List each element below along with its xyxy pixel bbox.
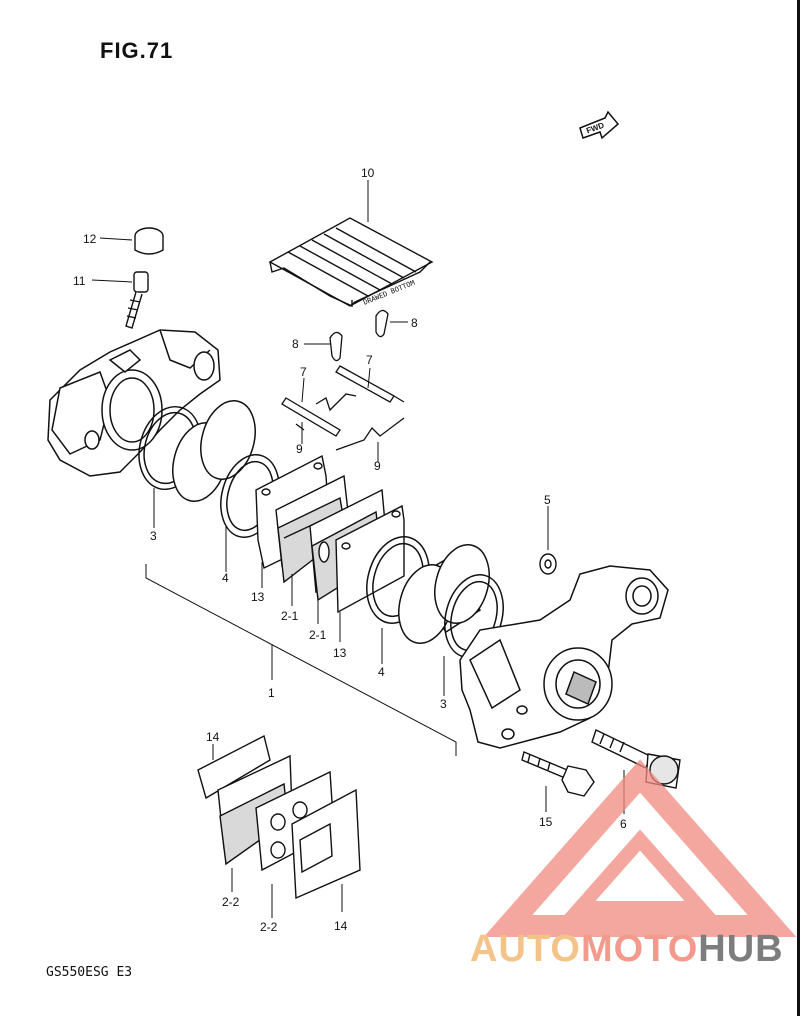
callout-2-1-right: 2-1 xyxy=(309,628,327,642)
callout-3-right: 3 xyxy=(440,697,447,711)
retaining-clip-left xyxy=(329,331,343,362)
callout-3-left: 3 xyxy=(150,529,157,543)
callout-13-right: 13 xyxy=(333,646,347,660)
piston-right xyxy=(398,544,490,644)
callout-labels: 10 12 11 8 8 7 7 9 9 5 3 4 13 2-1 2-1 13… xyxy=(73,166,627,934)
caliper-half-inner xyxy=(459,565,669,749)
fwd-arrow-icon: FWD xyxy=(579,110,620,140)
callout-14-lower: 14 xyxy=(334,919,348,933)
bleeder-cap xyxy=(134,227,164,255)
callout-4-left: 4 xyxy=(222,571,229,585)
callout-11: 11 xyxy=(73,274,86,288)
watermark-logo-icon xyxy=(483,759,797,937)
watermark-part-auto: AUTO xyxy=(470,928,581,970)
callout-13-left: 13 xyxy=(251,590,265,604)
scan-edge xyxy=(797,0,800,1016)
figure-title: FIG.71 xyxy=(100,38,174,63)
callout-4-right: 4 xyxy=(378,665,385,679)
pad-shim-right xyxy=(335,504,405,614)
socket-bolt xyxy=(591,729,681,789)
callout-14-upper: 14 xyxy=(206,730,220,744)
watermark-part-hub: HUB xyxy=(698,928,784,970)
watermark-part-moto: MOTO xyxy=(580,928,699,970)
pin-clip-left xyxy=(295,393,357,431)
washer xyxy=(539,553,557,575)
callout-9-right: 9 xyxy=(374,459,381,473)
callout-5: 5 xyxy=(544,493,551,507)
callout-12: 12 xyxy=(83,232,97,246)
callout-2-2-right: 2-2 xyxy=(260,920,278,934)
callout-1: 1 xyxy=(268,686,275,700)
bleeder-screw xyxy=(125,271,149,329)
caliper-half-outer xyxy=(47,329,221,477)
pad-shim-lower-front xyxy=(291,788,361,900)
pad-shim-lower-back xyxy=(197,734,271,800)
pin-clip-right xyxy=(335,417,405,451)
callout-8-upper: 8 xyxy=(411,316,418,330)
callout-15: 15 xyxy=(539,815,553,829)
retaining-clip-upper xyxy=(375,309,389,338)
callout-9-left: 9 xyxy=(296,442,303,456)
leader-lines xyxy=(91,180,625,918)
pad-pin-right xyxy=(335,365,405,403)
watermark-text: AUTOMOTOHUB xyxy=(470,928,784,971)
model-code: GS550ESG E3 xyxy=(46,965,133,980)
pad-spring-plate: DRAWED BOTTOM xyxy=(268,217,434,308)
callout-7-left: 7 xyxy=(300,365,307,379)
callout-6: 6 xyxy=(620,817,627,831)
callout-8-left: 8 xyxy=(292,337,299,351)
callout-10: 10 xyxy=(361,166,375,180)
mounting-bolt xyxy=(521,751,595,797)
callout-2-1-left: 2-1 xyxy=(281,609,299,623)
pad-pin-left xyxy=(281,397,341,437)
callout-7-right: 7 xyxy=(366,353,373,367)
callout-2-2-left: 2-2 xyxy=(222,895,240,909)
